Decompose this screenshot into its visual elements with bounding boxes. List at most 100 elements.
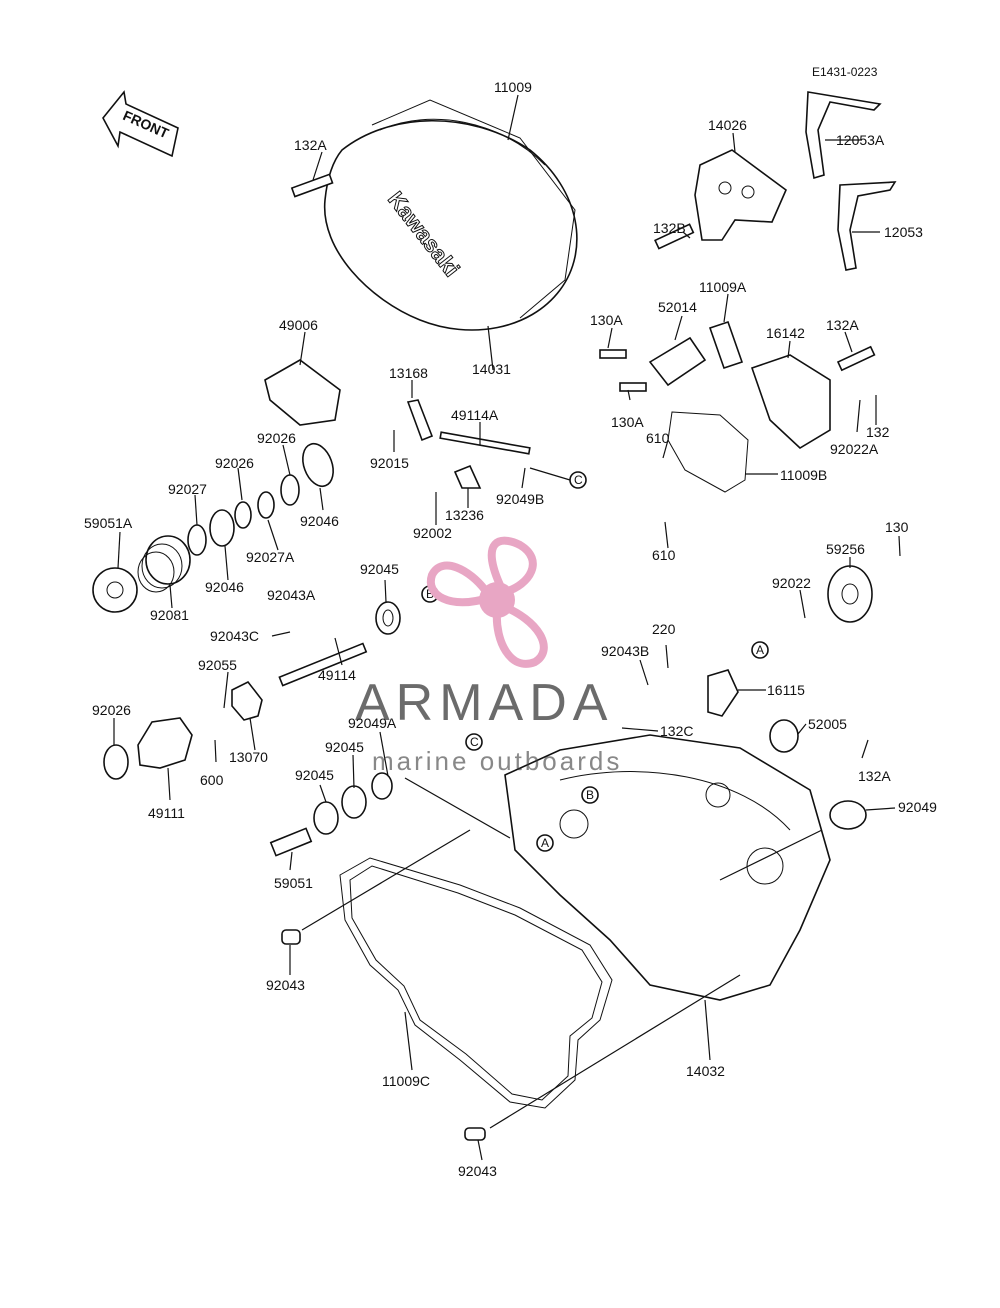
part-label: 132 [866,424,890,440]
part-labels: 11009 132A 14026 12053A 12053 132B 14031… [84,79,937,1179]
part-label: 92055 [198,657,237,673]
part-label: 14026 [708,117,747,133]
part-label: 92046 [205,579,244,595]
part-label: 130A [590,312,623,328]
part-label: 92045 [360,561,399,577]
leader-lines [113,94,901,1161]
part-label: 13070 [229,749,268,765]
impeller-13070-illustration [231,680,263,721]
propeller-logo-icon [426,536,548,668]
watermark-name: ARMADA [355,674,613,732]
part-label: 92027A [246,549,295,565]
part-label: 12053 [884,224,923,240]
part-label: 13168 [389,365,428,381]
part-label: 92026 [257,430,296,446]
part-label: 92043A [267,587,316,603]
bolt-132a-right [836,345,876,372]
pipe-52014-illustration [648,336,707,387]
part-label: 132A [858,768,891,784]
part-label: 49114A [451,407,499,423]
valve-49006-illustration [264,359,341,426]
bearing-92045-upper [375,601,401,635]
part-label: 92015 [370,455,409,471]
marker-c-2: C [465,733,483,751]
clutch-cover-illustration: Kawasaki [323,99,578,331]
part-label: 52014 [658,299,697,315]
svg-text:A: A [541,836,549,850]
part-label: 59051 [274,875,313,891]
bolt-132a-top [290,173,334,198]
part-label: 92022A [830,441,879,457]
part-label: 130 [885,519,909,535]
marker-a-1: A [751,641,769,659]
marker-b-2: B [581,786,599,804]
part-label: 132A [826,317,859,333]
part-label: 16142 [766,325,805,341]
part-label: 92046 [300,513,339,529]
bracket-14026-illustration [694,149,787,241]
part-label: 92027 [168,481,207,497]
marker-c-1: C [569,471,587,489]
part-label: 92002 [413,525,452,541]
shaft-49114a-illustration [439,431,531,455]
part-label: 92043 [266,977,305,993]
svg-text:C: C [470,735,479,749]
part-label: 92049B [496,491,544,507]
part-label: 52005 [808,716,847,732]
dowel-92043-bottom [464,1127,486,1141]
part-13236-illustration [453,464,482,489]
lever-13168-illustration [406,399,434,442]
part-label: 11009C [382,1073,430,1089]
part-label: 132B [653,220,686,236]
part-label: 92045 [325,739,364,755]
shaft-49114-illustration [278,642,368,687]
part-label: 92043 [458,1163,497,1179]
part-label: 220 [652,621,676,637]
washer-stack-illustration [187,442,334,556]
gasket-11009a-illustration [708,320,744,370]
bolt-130a-1 [599,349,627,359]
part-label: 92049 [898,799,937,815]
part-label: 16115 [767,682,805,698]
part-label: 92045 [295,767,334,783]
part-label: 92026 [215,455,254,471]
marker-a-2: A [536,834,554,852]
part-label: 49006 [279,317,318,333]
gear-59051a-illustration [92,567,138,613]
part-label: 11009A [699,279,747,295]
part-label: 49114 [318,667,356,683]
part-label: 610 [652,547,676,563]
bolt-132b [654,223,695,250]
part-label: 14032 [686,1063,725,1079]
part-label: 132A [294,137,327,153]
bracket-12053a-illustration [805,91,882,180]
part-label: 130A [611,414,644,430]
diagram-code: E1431-0223 [812,65,878,79]
part-label: 12053A [836,132,885,148]
svg-text:C: C [574,473,583,487]
seal-92049-illustration [829,800,867,830]
gear-59051-illustration [269,827,313,857]
bracket-12053-illustration [837,181,897,271]
part-label: 59051A [84,515,133,531]
pump-cover-16142-illustration [750,354,831,449]
dowel-92043-left [281,929,301,945]
front-arrow-icon: FRONT [102,90,179,158]
part-label: 92049A [348,715,397,731]
part-label: 92026 [92,702,131,718]
bearing-stack-lower [313,772,393,835]
cover-59256-illustration [827,565,873,623]
part-label: 92022 [772,575,811,591]
impeller-49111-illustration [137,717,193,769]
part-label: 13236 [445,507,484,523]
part-label: 132C [660,723,693,739]
part-52005-illustration [769,719,799,753]
gasket-11009c-illustration [339,857,613,1109]
part-label: 92043B [601,643,649,659]
part-label: 610 [646,430,670,446]
part-label: 49111 [148,805,185,821]
svg-text:B: B [586,788,594,802]
spring-92081-illustration [137,535,191,593]
part-label: 92081 [150,607,189,623]
